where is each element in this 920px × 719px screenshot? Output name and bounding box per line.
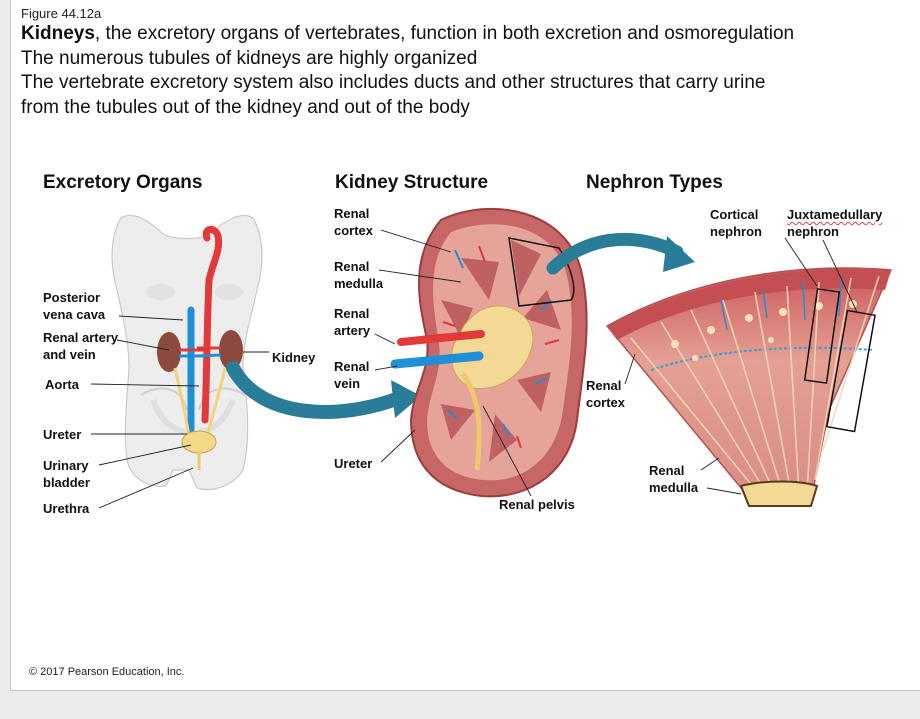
- copyright-notice: © 2017 Pearson Education, Inc.: [29, 666, 185, 678]
- label-urinary-bladder: Urinary bladder: [43, 457, 90, 491]
- label-renal-pelvis: Renal pelvis: [499, 497, 575, 512]
- label-ureter-kidney: Ureter: [334, 456, 373, 471]
- label-line: Renal: [334, 306, 370, 321]
- label-juxtamedullary-nephron: Juxtamedullary nephron: [787, 206, 882, 240]
- text-line-2: The numerous tubules of kidneys are high…: [21, 48, 478, 69]
- label-renal-vein: Renal vein: [334, 358, 369, 392]
- label-line: vein: [334, 376, 361, 391]
- label-line: medulla: [649, 480, 699, 495]
- label-line: nephron: [787, 224, 839, 239]
- label-line: medulla: [334, 276, 384, 291]
- kidneys-term: Kidneys: [21, 23, 95, 44]
- label-line: Renal: [586, 378, 622, 393]
- label-posterior-vena-cava: Posterior vena cava: [43, 289, 105, 323]
- label-line: vena cava: [43, 307, 106, 322]
- label-line: Renal: [334, 259, 370, 274]
- label-cortical-nephron: Cortical nephron: [710, 206, 762, 240]
- label-kidney: Kidney: [272, 350, 316, 365]
- label-line: cortex: [586, 395, 626, 410]
- label-line: and vein: [43, 347, 96, 362]
- label-line: Juxtamedullary: [787, 207, 883, 222]
- label-renal-cortex: Renal cortex: [334, 205, 373, 239]
- label-nephron-renal-medulla: Renal medulla: [649, 462, 698, 496]
- label-nephron-renal-cortex: Renal cortex: [586, 377, 625, 411]
- label-renal-medulla: Renal medulla: [334, 258, 383, 292]
- kidney-cross-section: [390, 207, 588, 498]
- torso-illustration: [111, 214, 263, 491]
- heading-nephron-types: Nephron Types: [586, 172, 723, 193]
- label-ureter: Ureter: [43, 427, 82, 442]
- label-line: Posterior: [43, 290, 101, 305]
- label-urethra: Urethra: [43, 501, 90, 516]
- label-line: nephron: [710, 224, 762, 239]
- label-line: Renal: [334, 359, 370, 374]
- label-line: bladder: [43, 475, 90, 490]
- text-line-1-rest: , the excretory organs of vertebrates, f…: [94, 23, 795, 44]
- text-line-4: from the tubules out of the kidney and o…: [21, 97, 470, 118]
- label-renal-artery-and-vein: Renal artery and vein: [43, 329, 118, 363]
- text-line-1: Kidneys, the excretory organs of vertebr…: [21, 22, 794, 46]
- label-line: Renal: [334, 206, 370, 221]
- slide-panel: Figure 44.12a Kidneys, the excretory org…: [10, 0, 920, 691]
- heading-excretory-organs: Excretory Organs: [43, 172, 203, 193]
- kidney-leader-lines: [374, 229, 532, 497]
- figure-label: Figure 44.12a: [21, 6, 102, 21]
- label-renal-artery: Renal artery: [334, 305, 370, 339]
- label-line: Renal: [649, 463, 685, 478]
- nephron-fan: [605, 267, 893, 507]
- label-line: Renal artery: [43, 330, 119, 345]
- label-line: artery: [334, 323, 371, 338]
- organ-leader-lines: [90, 315, 269, 509]
- label-aorta: Aorta: [45, 377, 79, 392]
- text-line-3: The vertebrate excretory system also inc…: [21, 72, 766, 93]
- label-line: Cortical: [710, 207, 759, 222]
- excretory-system-diagram: [90, 207, 893, 509]
- label-line: cortex: [334, 223, 374, 238]
- nephron-leader-lines: [624, 237, 858, 495]
- heading-kidney-structure: Kidney Structure: [335, 172, 489, 193]
- label-line: Urinary: [43, 458, 89, 473]
